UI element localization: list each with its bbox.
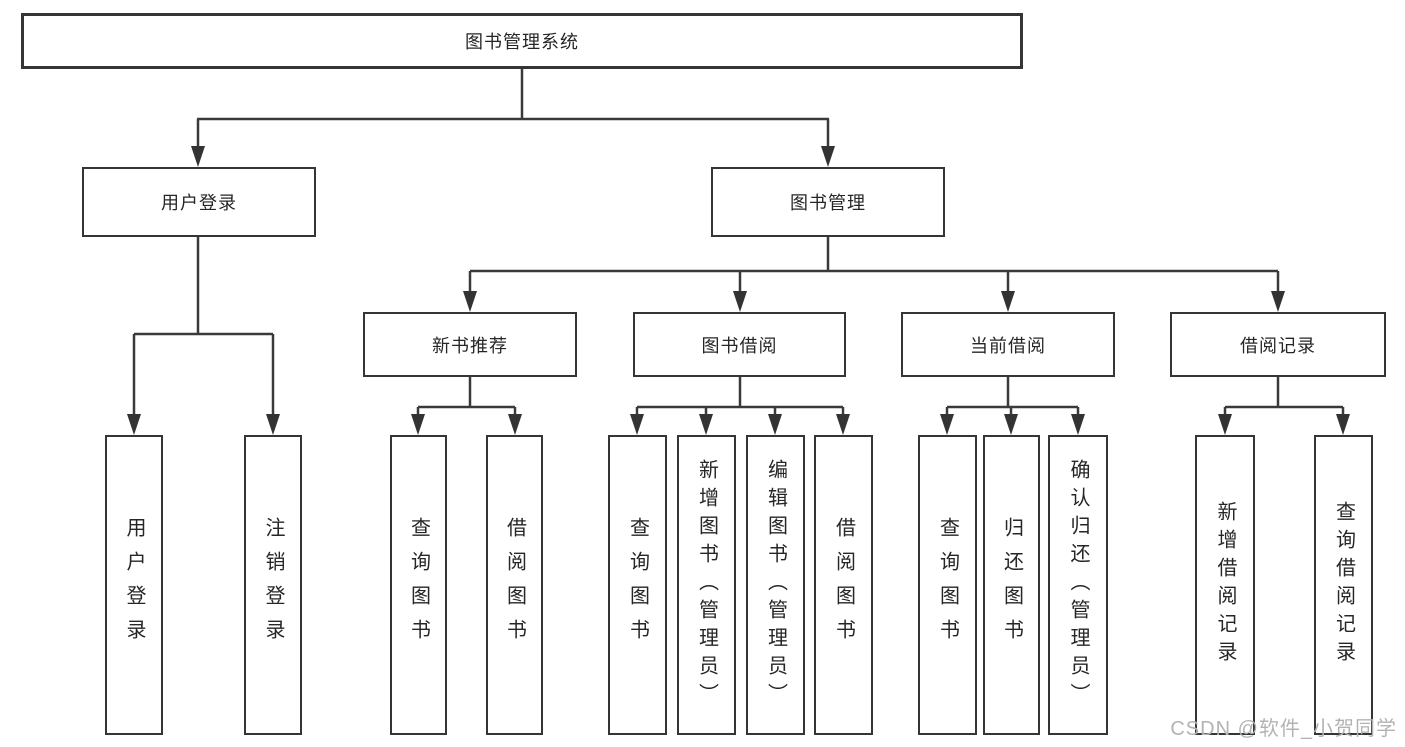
leaf-records-query-record-label: 查询借阅记录 xyxy=(1332,501,1355,669)
leaf-logout-label: 注销登录 xyxy=(262,517,284,653)
leaf-user-login-label: 用户登录 xyxy=(123,517,145,653)
leaf-borrow-borrow-books-label: 借阅图书 xyxy=(832,517,855,653)
node-book-management: 图书管理 xyxy=(711,167,945,237)
leaf-records-add-record-label: 新增借阅记录 xyxy=(1214,501,1236,669)
leaf-current-return-books-label: 归还图书 xyxy=(1000,517,1023,653)
leaf-records-add-record: 新增借阅记录 xyxy=(1195,435,1255,735)
leaf-logout: 注销登录 xyxy=(244,435,302,735)
leaf-borrow-edit-books-admin-label: 编辑图书（管理员） xyxy=(764,459,787,711)
node-user-login: 用户登录 xyxy=(82,167,316,237)
leaf-user-login: 用户登录 xyxy=(105,435,163,735)
leaf-borrow-query-books-label: 查询图书 xyxy=(626,517,649,653)
leaf-borrow-add-books-admin: 新增图书（管理员） xyxy=(677,435,736,735)
node-current-borrowing: 当前借阅 xyxy=(901,312,1115,377)
leaf-current-query-books-label: 查询图书 xyxy=(936,517,959,653)
node-current-borrowing-label: 当前借阅 xyxy=(970,335,1046,356)
node-user-login-label: 用户登录 xyxy=(161,193,237,213)
node-borrowing-records-label: 借阅记录 xyxy=(1240,335,1316,356)
node-book-borrowing: 图书借阅 xyxy=(633,312,846,377)
leaf-current-confirm-return-admin: 确认归还（管理员） xyxy=(1048,435,1108,735)
leaf-borrow-add-books-admin-label: 新增图书（管理员） xyxy=(695,459,718,711)
leaf-recommend-query-books: 查询图书 xyxy=(390,435,447,735)
node-book-management-label: 图书管理 xyxy=(790,193,866,213)
leaf-current-return-books: 归还图书 xyxy=(983,435,1040,735)
node-book-borrowing-label: 图书借阅 xyxy=(701,335,778,356)
leaf-borrow-edit-books-admin: 编辑图书（管理员） xyxy=(746,435,805,735)
leaf-borrow-query-books: 查询图书 xyxy=(608,435,667,735)
leaf-recommend-query-books-label: 查询图书 xyxy=(407,517,430,653)
node-borrowing-records: 借阅记录 xyxy=(1170,312,1386,377)
node-root: 图书管理系统 xyxy=(21,13,1023,69)
leaf-current-confirm-return-admin-label: 确认归还（管理员） xyxy=(1067,459,1089,711)
node-new-book-recommend-label: 新书推荐 xyxy=(432,335,508,356)
node-new-book-recommend: 新书推荐 xyxy=(363,312,577,377)
leaf-current-query-books: 查询图书 xyxy=(918,435,977,735)
node-root-label: 图书管理系统 xyxy=(465,32,579,52)
leaf-recommend-borrow-books-label: 借阅图书 xyxy=(503,517,526,653)
csdn-watermark: CSDN @软件_小贺同学 xyxy=(1170,718,1397,740)
leaf-borrow-borrow-books: 借阅图书 xyxy=(814,435,873,735)
leaf-recommend-borrow-books: 借阅图书 xyxy=(486,435,543,735)
leaf-records-query-record: 查询借阅记录 xyxy=(1314,435,1373,735)
